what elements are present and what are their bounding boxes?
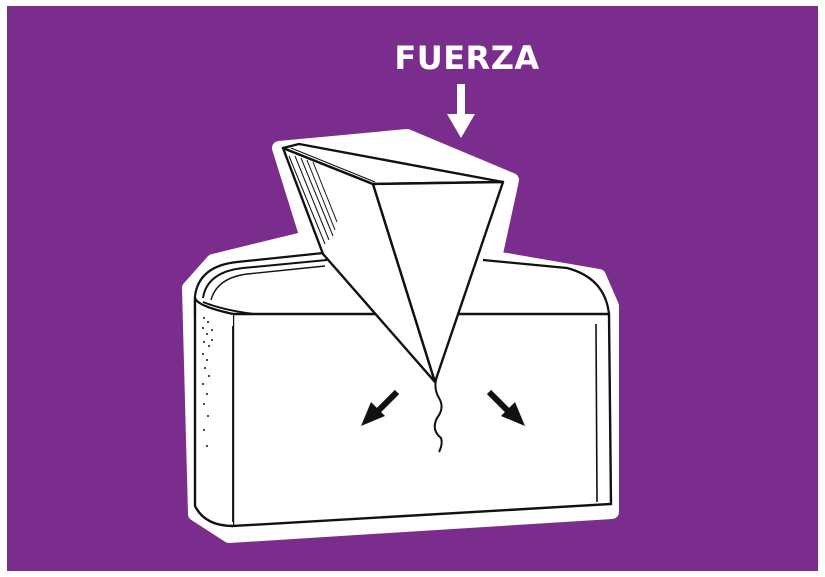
diagram-background: FUERZA [7, 6, 818, 571]
block-front-face [193, 297, 613, 528]
crack-line [433, 375, 443, 453]
arrow-down-left-icon [361, 389, 400, 426]
block-shading [202, 317, 213, 447]
arrow-down-right-icon [486, 389, 525, 426]
wedge [281, 142, 505, 384]
force-label: FUERZA [394, 39, 540, 77]
wedge-diagram [182, 84, 619, 543]
arrow-down-icon [447, 84, 475, 138]
